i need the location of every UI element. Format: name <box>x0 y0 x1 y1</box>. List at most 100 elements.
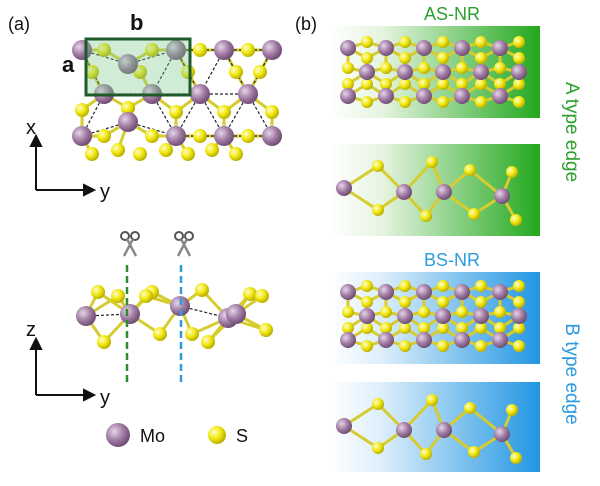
as-nr-title: AS-NR <box>424 4 480 24</box>
s-atom <box>513 296 525 308</box>
s-atom <box>255 289 269 303</box>
s-atom <box>437 52 449 64</box>
s-atom <box>361 36 373 48</box>
s-atom <box>229 65 243 79</box>
bs-nr-top-structure <box>340 280 527 352</box>
mo-atom <box>262 40 282 60</box>
s-atom <box>121 101 135 115</box>
s-atom <box>361 340 373 352</box>
s-atom <box>399 296 411 308</box>
mo-atom <box>72 126 92 146</box>
b-type-edge-label: B type edge <box>561 323 582 424</box>
s-atom <box>510 452 522 464</box>
s-atom <box>342 306 354 318</box>
s-atom <box>253 65 267 79</box>
s-atom <box>372 442 384 454</box>
s-atom <box>399 322 411 334</box>
mo-atom <box>454 40 470 56</box>
mo-atom <box>473 308 489 324</box>
s-atom <box>418 322 430 334</box>
mo-atom <box>170 296 190 316</box>
axis-label-y-side: y <box>100 387 110 409</box>
s-atom <box>468 208 480 220</box>
s-atom <box>372 160 384 172</box>
mo-atom <box>336 418 352 434</box>
mo-atom <box>494 188 510 204</box>
s-atom <box>475 96 487 108</box>
bs-nr-title: BS-NR <box>424 250 480 270</box>
s-atom <box>420 448 432 460</box>
side-axes <box>29 336 97 402</box>
s-atom <box>372 398 384 410</box>
s-atom <box>475 322 487 334</box>
s-atom <box>399 78 411 90</box>
side-view-structure <box>76 265 273 385</box>
mo-atom <box>494 426 510 442</box>
mo-atom <box>378 332 394 348</box>
s-atom <box>456 62 468 74</box>
s-atom <box>513 78 525 90</box>
mo-atom <box>492 88 508 104</box>
legend-mo-label: Mo <box>140 426 165 446</box>
mo-atom <box>340 332 356 348</box>
s-atom <box>399 52 411 64</box>
s-atom <box>494 322 506 334</box>
mo-atom <box>416 88 432 104</box>
s-atom <box>494 62 506 74</box>
s-atom <box>111 289 125 303</box>
legend-s-symbol <box>208 426 226 444</box>
s-atom <box>513 280 525 292</box>
s-atom <box>265 105 279 119</box>
s-atom <box>464 164 476 176</box>
mo-atom <box>416 284 432 300</box>
mo-atom <box>473 64 489 80</box>
s-atom <box>145 43 159 57</box>
mo-atom <box>435 308 451 324</box>
mo-atom <box>492 332 508 348</box>
mo-atom <box>416 40 432 56</box>
mo-atom <box>214 126 234 146</box>
s-atom <box>361 78 373 90</box>
side-view-atoms <box>76 283 273 349</box>
bs-nr-side-structure <box>336 394 522 464</box>
s-atom <box>361 280 373 292</box>
s-atom <box>437 296 449 308</box>
s-atom <box>169 105 183 119</box>
s-atom <box>361 52 373 64</box>
s-atom <box>399 36 411 48</box>
s-atom <box>342 62 354 74</box>
mo-atom <box>396 422 412 438</box>
s-atom <box>494 306 506 318</box>
axis-label-x: x <box>26 117 36 139</box>
s-atom <box>229 147 243 161</box>
mo-atom <box>397 308 413 324</box>
mo-atom <box>454 284 470 300</box>
s-atom <box>418 78 430 90</box>
s-atom <box>380 62 392 74</box>
mo-atom <box>340 88 356 104</box>
s-atom <box>75 103 89 117</box>
axis-label-z: z <box>26 319 36 341</box>
mo-atom <box>118 54 138 74</box>
s-atom <box>513 36 525 48</box>
s-atom <box>506 166 518 178</box>
legend-mo-symbol <box>106 423 130 447</box>
s-atom <box>342 322 354 334</box>
s-atom <box>475 340 487 352</box>
unit-cell-label-b: b <box>130 10 143 35</box>
s-atom <box>185 327 199 341</box>
top-view-atoms <box>72 40 282 161</box>
s-atom <box>201 335 215 349</box>
s-atom <box>437 96 449 108</box>
s-atom <box>506 404 518 416</box>
s-atom <box>372 204 384 216</box>
s-atom <box>437 322 449 334</box>
mo-atom <box>359 308 375 324</box>
mo-atom <box>118 112 138 132</box>
legend-s-label: S <box>236 426 248 446</box>
mo-atom <box>511 64 527 80</box>
panel-a-label: (a) <box>8 14 30 34</box>
s-atom <box>193 43 207 57</box>
s-atom <box>361 96 373 108</box>
s-atom <box>342 78 354 90</box>
